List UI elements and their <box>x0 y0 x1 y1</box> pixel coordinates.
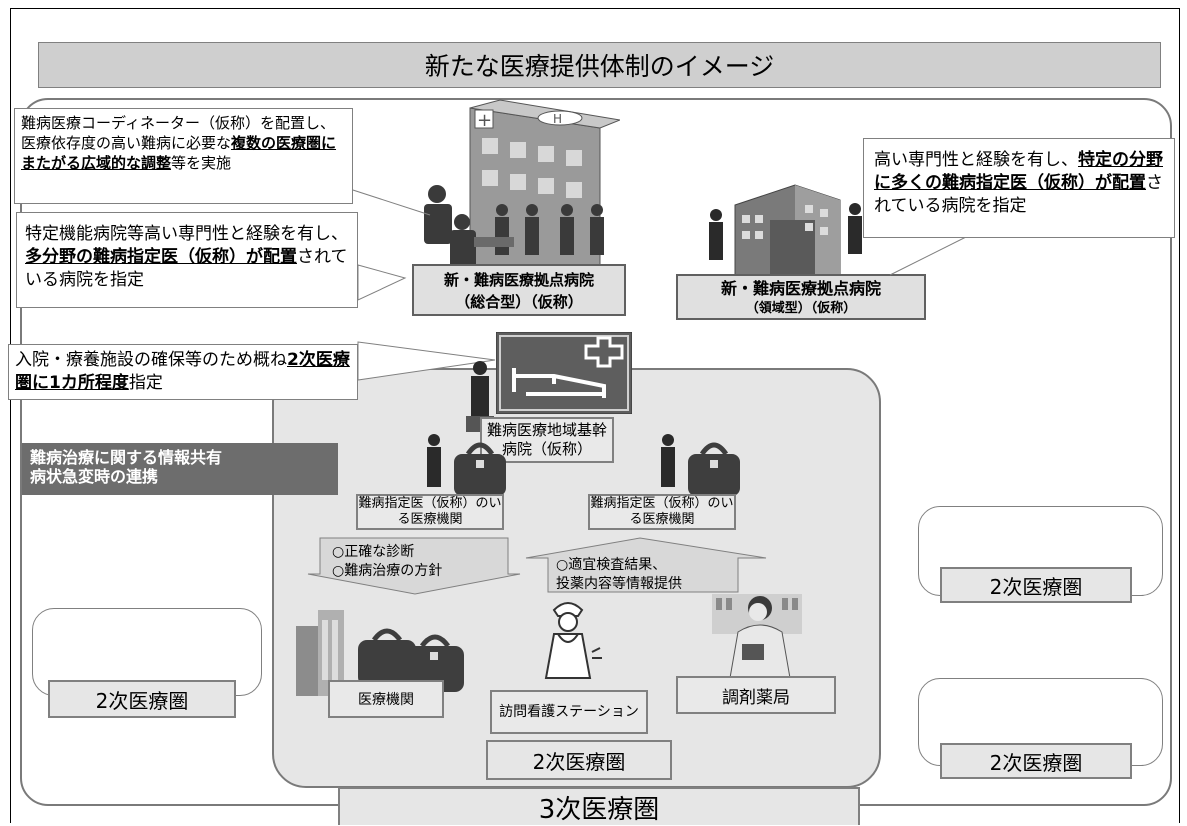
svg-text:H: H <box>553 112 562 126</box>
general-hospital-name: 新・難病医療拠点病院 <box>443 271 594 289</box>
general-hospital-type: （総合型）（仮称） <box>455 293 583 311</box>
arrow-down-line2: ○難病治療の方針 <box>332 563 443 579</box>
pharmacist-icon <box>712 594 802 679</box>
arrow-down-line1: ○正確な診断 <box>332 544 415 560</box>
doctor-figure-icon <box>424 185 604 270</box>
designated-clinic-right: 難病指定医（仮称）のいる医療機関 <box>588 494 736 530</box>
regional-hospital-name: 新・難病医療拠点病院 <box>720 279 881 298</box>
secondary-label-center: 2次医療圏 <box>486 740 672 780</box>
hospital-bed-icon <box>496 332 632 414</box>
nurse-icon <box>544 602 602 679</box>
regional-text: 高い専門性と経験を有し、 <box>874 150 1078 170</box>
secondary-label-left: 2次医療圏 <box>48 680 236 718</box>
regional-hospital-type: （領域型）（仮称） <box>745 301 857 316</box>
secondary-label-right-bottom: 2次医療圏 <box>940 743 1132 779</box>
page-title: 新たな医療提供体制のイメージ <box>38 42 1161 88</box>
general-suffix: されている病院を指定 <box>25 247 348 290</box>
regional-suffix: されている病院を指定 <box>874 173 1163 216</box>
coordinator-text: 難病医療コーディネーター（仮称）を配置し、医療依存度の高い難病に必要な <box>21 114 335 152</box>
secondary-label-right-top: 2次医療圏 <box>940 567 1132 603</box>
coordinator-suffix: 等を実施 <box>171 154 232 172</box>
info-share-line2: 病状急変時の連携 <box>30 467 159 486</box>
medical-bag-icon <box>427 434 506 496</box>
coordinator-callout: 難病医療コーディネーター（仮称）を配置し、医療依存度の高い難病に必要な複数の医療… <box>14 108 353 204</box>
base-emphasis: 2次医療圏に1カ所程度 <box>15 350 350 393</box>
general-hospital-label: 新・難病医療拠点病院 （総合型）（仮称） <box>412 264 626 316</box>
regional-callout: 高い専門性と経験を有し、特定の分野に多くの難病指定医（仮称）が配置されている病院… <box>863 138 1175 238</box>
general-text: 特定機能病院等高い専門性と経験を有し、 <box>25 224 348 244</box>
svg-text:+: + <box>477 110 492 131</box>
outer-frame <box>10 8 1180 823</box>
clinic-label: 医療機関 <box>328 680 444 718</box>
arrow-up-text: ○適宜検査結果、 投薬内容等情報提供 <box>556 556 746 594</box>
coordinator-emphasis: 複数の医療圏にまたがる広域的な調整 <box>21 134 337 172</box>
base-text: 入院・療養施設の確保等のため概ね <box>15 350 287 370</box>
info-share-line1: 難病治療に関する情報共有 <box>30 448 223 467</box>
arrow-down-text: ○正確な診断 ○難病治療の方針 <box>332 543 502 581</box>
base-callout: 入院・療養施設の確保等のため概ね2次医療圏に1カ所程度指定 <box>8 344 358 400</box>
regional-emphasis: 特定の分野に多くの難病指定医（仮称）が配置 <box>874 150 1163 193</box>
base-suffix: 指定 <box>128 373 163 393</box>
nursing-station-label: 訪問看護ステーション <box>490 690 648 734</box>
general-emphasis: 多分野の難病指定医（仮称）が配置 <box>25 247 297 267</box>
info-arrows <box>307 537 767 595</box>
pharmacy-label: 調剤薬局 <box>676 676 836 714</box>
hospital-building-icon <box>709 184 862 285</box>
arrow-up-line1: ○適宜検査結果、 <box>556 557 667 573</box>
info-share-label: 難病治療に関する情報共有 病状急変時の連携 <box>22 443 338 495</box>
regional-hospital-label: 新・難病医療拠点病院 （領域型）（仮称） <box>676 274 926 320</box>
general-callout: 特定機能病院等高い専門性と経験を有し、多分野の難病指定医（仮称）が配置されている… <box>16 212 358 308</box>
designated-clinic-left: 難病指定医（仮称）のいる医療機関 <box>356 494 504 530</box>
tertiary-label: 3次医療圏 <box>338 787 860 825</box>
medical-bag-icon <box>661 434 740 496</box>
arrow-up-line2: 投薬内容等情報提供 <box>556 576 682 592</box>
